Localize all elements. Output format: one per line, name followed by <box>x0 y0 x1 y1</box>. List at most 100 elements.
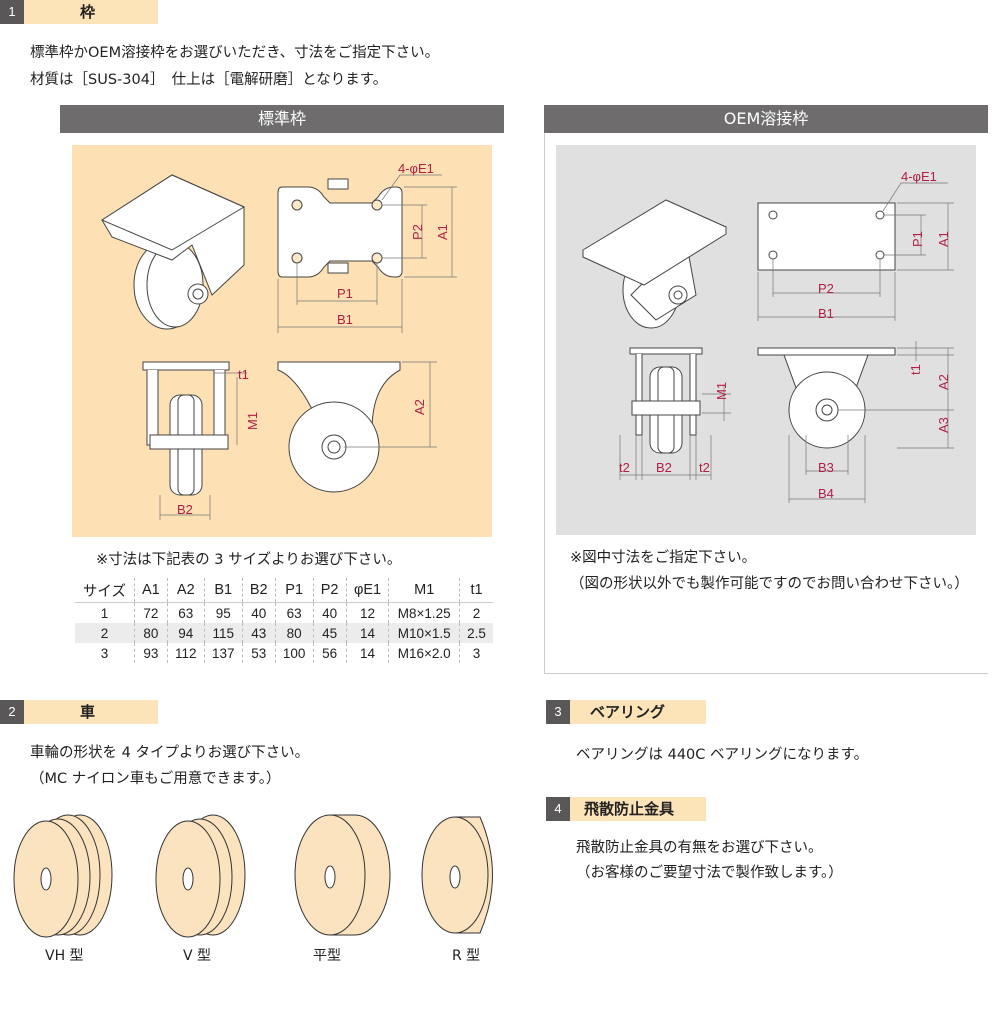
oem-frame-drawing: P2 B1 P1 A1 4-φE1 M1 t2 B2 t2 t1 A2 A3 B… <box>556 145 976 535</box>
table-cell: 3 <box>100 645 109 661</box>
table-cell: M10×1.5 <box>388 623 460 643</box>
oem-note-2: （図の形状以外でも製作可能ですのでお問い合わせ下さい。） <box>570 576 969 592</box>
iso-oem-drawing <box>581 199 728 329</box>
v-wheel-icon <box>155 814 246 938</box>
table-cell: 80 <box>133 623 168 643</box>
table-cell: 56 <box>312 643 347 663</box>
table-header: P2 <box>312 578 347 603</box>
table-cell: 72 <box>133 602 168 623</box>
section-title: 車 <box>24 700 158 724</box>
section-number: 3 <box>546 700 570 724</box>
dim-t1: t1 <box>908 364 923 375</box>
table-cell: 1 <box>100 605 109 621</box>
standard-frame-header: 標準枠 <box>60 105 504 133</box>
standard-frame-drawing: P1 B1 P2 A1 4-φE1 t1 M1 B2 A2 <box>72 145 492 537</box>
guard-note: （お客様のご要望寸法で製作致します。） <box>576 865 843 881</box>
dim-a1: A1 <box>936 231 951 247</box>
wheel-note: （MC ナイロン車もご用意できます。） <box>30 771 281 787</box>
dim-p1: P1 <box>910 231 925 247</box>
divider <box>544 673 988 674</box>
table-cell: 80 <box>274 623 314 643</box>
dim-b1: B1 <box>337 312 353 327</box>
table-cell: 137 <box>203 643 243 663</box>
table-cell: 95 <box>203 602 243 623</box>
table-header: B1 <box>203 578 243 603</box>
table-cell: 40 <box>312 602 347 623</box>
table-cell: 94 <box>166 623 205 643</box>
dim-a2: A2 <box>412 399 427 415</box>
dim-a2: A2 <box>936 374 951 390</box>
wheel-label-r: R 型 <box>452 948 481 964</box>
oem-frame-header: OEM溶接枠 <box>544 105 988 133</box>
material-line: 材質は［SUS-304］ 仕上は［電解研磨］となります。 <box>30 72 388 88</box>
table-cell: 12 <box>345 602 389 623</box>
wheel-types-drawing <box>13 814 493 938</box>
table-cell: 2 <box>75 623 135 643</box>
wheel-label-vh: VH 型 <box>45 948 84 964</box>
table-cell: M16×2.0 <box>388 643 460 663</box>
dim-e1: 4-φE1 <box>398 161 434 176</box>
table-cell: 45 <box>312 623 347 643</box>
table-header: t1 <box>459 578 493 603</box>
iso-caster-drawing <box>100 174 246 330</box>
section-number: 4 <box>546 797 570 821</box>
table-header: M1 <box>388 578 460 603</box>
section-title: 飛散防止金具 <box>570 797 706 821</box>
table-cell: 63 <box>166 602 205 623</box>
section-title: ベアリング <box>570 700 706 724</box>
table-cell: 112 <box>166 643 205 663</box>
dim-b2: B2 <box>177 502 193 517</box>
dim-a3: A3 <box>936 417 951 433</box>
table-cell: 100 <box>274 643 314 663</box>
divider <box>544 133 545 673</box>
intro-line: 標準枠かOEM溶接枠をお選びいただき、寸法をご指定下さい。 <box>30 45 440 61</box>
flat-wheel-icon <box>294 814 391 936</box>
table-header: サイズ <box>75 578 135 603</box>
dim-b2: B2 <box>656 460 672 475</box>
dim-p2: P2 <box>410 224 425 240</box>
guard-text: 飛散防止金具の有無をお選び下さい。 <box>576 840 823 856</box>
dim-p1: P1 <box>337 286 353 301</box>
dim-b4: B4 <box>818 486 834 501</box>
dim-p2: P2 <box>818 281 834 296</box>
dim-a1: A1 <box>435 224 450 240</box>
table-cell: 3 <box>459 643 493 663</box>
bearing-text: ベアリングは 440C ベアリングになります。 <box>576 747 869 763</box>
dim-b3: B3 <box>818 460 834 475</box>
dim-e1: 4-φE1 <box>901 169 937 184</box>
section-title: 枠 <box>24 0 158 24</box>
section-number: 2 <box>0 700 24 724</box>
table-cell: 14 <box>345 643 389 663</box>
wheel-intro: 車輪の形状を 4 タイプよりお選び下さい。 <box>30 745 310 761</box>
oem-note: ※図中寸法をご指定下さい。 <box>570 550 757 566</box>
r-wheel-icon <box>421 816 493 934</box>
table-cell: 93 <box>133 643 168 663</box>
table-cell: 14 <box>345 623 389 643</box>
dim-m1: M1 <box>245 412 260 430</box>
table-cell: 53 <box>241 643 276 663</box>
dim-t2-left: t2 <box>619 460 630 475</box>
table-cell: 115 <box>203 623 243 643</box>
wheel-label-flat: 平型 <box>313 948 341 964</box>
table-cell: 43 <box>241 623 276 643</box>
table-header: P1 <box>274 578 314 603</box>
table-header: A1 <box>133 578 168 603</box>
table-cell: 40 <box>241 602 276 623</box>
table-cell: 63 <box>274 602 314 623</box>
vh-wheel-icon <box>13 814 113 938</box>
dim-t2-right: t2 <box>699 460 710 475</box>
table-cell: M8×1.25 <box>388 602 460 623</box>
table-header: φE1 <box>345 578 389 603</box>
standard-note: ※寸法は下記表の 3 サイズよりお選び下さい。 <box>96 552 402 568</box>
wheel-label-v: V 型 <box>183 948 212 964</box>
table-header: B2 <box>241 578 276 603</box>
table-cell: 2 <box>459 602 493 623</box>
table-cell: 2.5 <box>459 623 493 643</box>
section-number: 1 <box>0 0 24 24</box>
dim-b1: B1 <box>818 306 834 321</box>
dim-m1: M1 <box>714 382 729 400</box>
